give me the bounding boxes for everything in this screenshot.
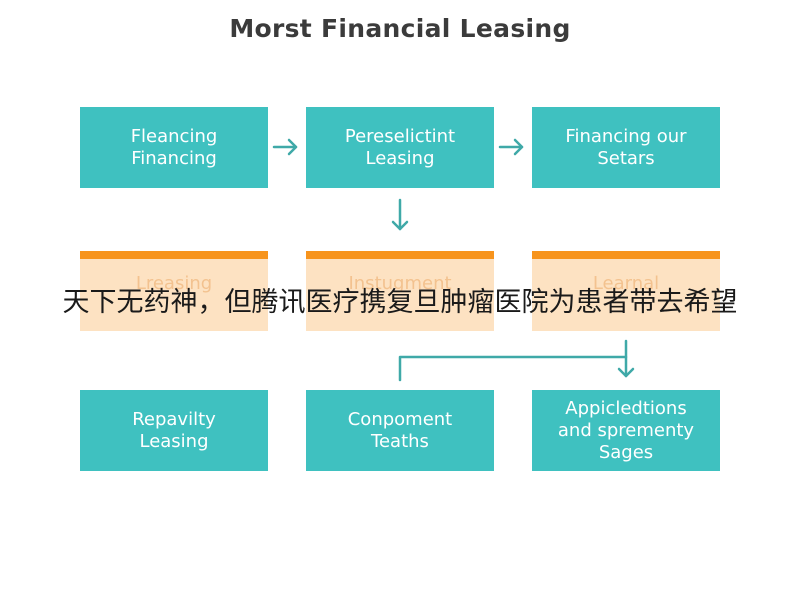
box-label-line1: Instugment: [348, 273, 452, 294]
box-financing-setars: Financing our Setars: [532, 107, 720, 188]
diagram-title: Morst Financial Leasing: [229, 14, 571, 43]
box-leasing: Pereselictint Leasing: [306, 107, 494, 188]
box-lreasing: Lreasing: [80, 251, 268, 331]
box-applications: Appicledtions and sprementy Sages: [532, 390, 720, 471]
box-financing: Fleancing Financing: [80, 107, 268, 188]
box-instugment: Instugment: [306, 251, 494, 331]
box-label-line1: Conpoment: [347, 408, 453, 430]
box-label-line1: Lreasing: [135, 273, 213, 294]
box-conpoment-teaths: Conpoment Teaths: [306, 390, 494, 471]
box-label-line1: Fleancing: [130, 125, 218, 147]
box-label-line3: Sages: [598, 441, 654, 463]
box-label-line2: Leasing: [139, 430, 209, 452]
box-label-line2: Teaths: [371, 430, 429, 452]
box-label-line1: Financing our: [565, 125, 687, 147]
box-label-line2: and sprementy: [557, 419, 695, 441]
box-label-line1: Repavilty: [132, 408, 216, 430]
box-repavilty-leasing: Repavilty Leasing: [80, 390, 268, 471]
box-label-line2: Financing: [131, 147, 217, 169]
caption-overlay: 天下无药神，但腾讯医疗携复旦肿瘤医院为患者带去希望: [62, 287, 738, 318]
box-learnal: Learnal: [532, 251, 720, 331]
box-label-line2: Leasing: [365, 147, 435, 169]
box-label-line2: Setars: [597, 147, 655, 169]
box-label-line1: Pereselictint: [344, 125, 456, 147]
box-label-line1: Learnal: [592, 273, 660, 294]
connector-bracket: [398, 355, 628, 382]
box-label-line1: Appicledtions: [565, 397, 687, 419]
